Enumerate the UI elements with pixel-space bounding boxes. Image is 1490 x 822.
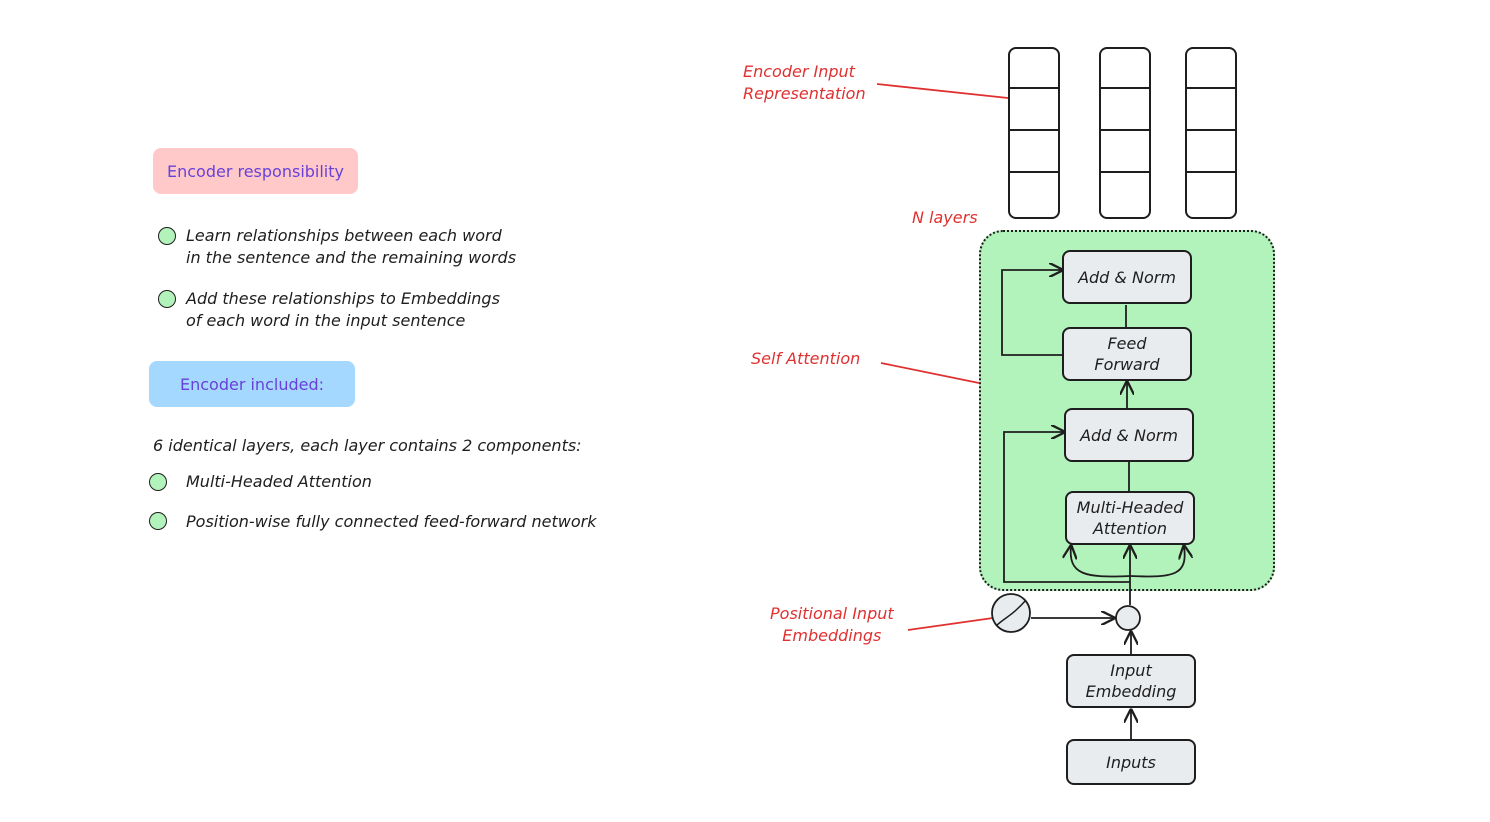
- bullet-dot: [149, 512, 167, 530]
- encoder-input-representation-label: Encoder Input Representation: [743, 61, 866, 105]
- self-attention-label: Self Attention: [751, 349, 861, 368]
- output-vector-2: [1099, 47, 1151, 219]
- feed-forward-line1: Feed: [1107, 334, 1147, 353]
- n-layers-label: N layers: [912, 208, 978, 227]
- component-item-1: Multi-Headed Attention: [186, 472, 372, 491]
- input-embedding-line1: Input: [1110, 661, 1152, 680]
- responsibility-item-1-line2: in the sentence and the remaining words: [186, 248, 517, 267]
- multi-head-attention-block: Multi-Headed Attention: [1065, 491, 1195, 545]
- encoder-input-rep-line1: Encoder Input: [743, 62, 855, 81]
- output-vector-3: [1185, 47, 1237, 219]
- encoder-included-heading: Encoder included:: [149, 361, 355, 407]
- add-norm-top-block: Add & Norm: [1062, 250, 1192, 304]
- feed-forward-block: Feed Forward: [1062, 327, 1192, 381]
- inputs-block: Inputs: [1066, 739, 1196, 785]
- layers-description: 6 identical layers, each layer contains …: [153, 436, 582, 455]
- encoder-input-rep-line2: Representation: [743, 84, 866, 103]
- bullet-dot: [149, 473, 167, 491]
- multi-head-line2: Attention: [1092, 519, 1168, 538]
- encoder-responsibility-heading: Encoder responsibility: [153, 148, 358, 194]
- add-norm-bottom-block: Add & Norm: [1064, 408, 1194, 462]
- positional-input-line1: Positional Input: [770, 604, 894, 623]
- feed-forward-line2: Forward: [1094, 355, 1160, 374]
- responsibility-item-2: Add these relationships to Embeddings of…: [186, 288, 500, 332]
- output-vector-1: [1008, 47, 1060, 219]
- inputs-label: Inputs: [1106, 752, 1156, 772]
- input-embedding-line2: Embedding: [1085, 682, 1177, 701]
- bullet-dot: [158, 227, 176, 245]
- component-item-2: Position-wise fully connected feed-forwa…: [186, 512, 597, 531]
- bullet-dot: [158, 290, 176, 308]
- responsibility-item-2-line2: of each word in the input sentence: [186, 311, 466, 330]
- positional-input-line2: Embeddings: [782, 626, 882, 645]
- multi-head-line1: Multi-Headed: [1076, 498, 1184, 517]
- responsibility-item-2-line1: Add these relationships to Embeddings: [186, 289, 500, 308]
- addition-node: [1115, 605, 1141, 631]
- input-embedding-block: Input Embedding: [1066, 654, 1196, 708]
- add-norm-top-label: Add & Norm: [1078, 267, 1176, 287]
- responsibility-item-1: Learn relationships between each word in…: [186, 225, 516, 269]
- positional-input-embeddings-label: Positional Input Embeddings: [770, 603, 894, 647]
- positional-encoding-node: [991, 593, 1031, 633]
- add-norm-bottom-label: Add & Norm: [1080, 425, 1178, 445]
- responsibility-item-1-line1: Learn relationships between each word: [186, 226, 502, 245]
